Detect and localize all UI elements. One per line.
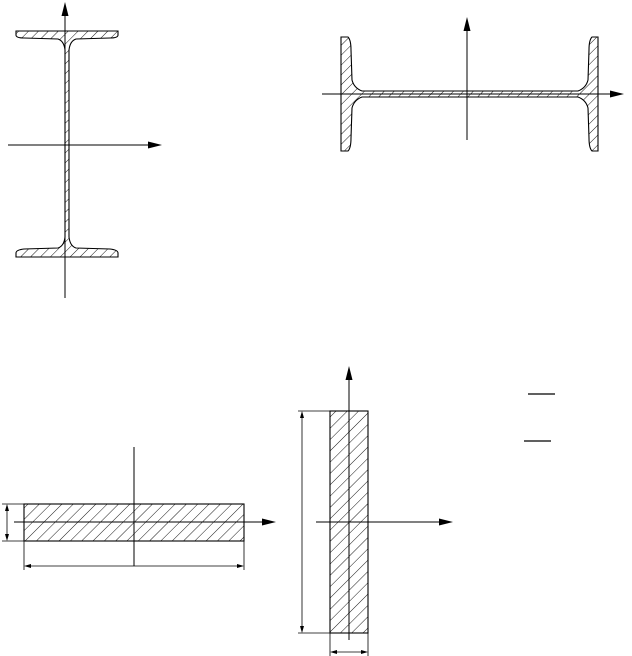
plate-upright-height-arrow-top	[300, 411, 304, 418]
i-beam-horizontal-x-arrowhead	[610, 90, 624, 98]
i-beam-horizontal-figure	[322, 17, 624, 152]
plate-flat-width-arrow-left	[24, 564, 31, 568]
plate-flat-height-arrow-bottom	[5, 534, 9, 541]
plate-upright-y-arrowhead	[345, 366, 353, 380]
plate-upright-width-arrow-left	[330, 650, 337, 654]
i-beam-vertical-figure	[8, 2, 162, 298]
plate-upright-figure	[298, 366, 453, 656]
plate-upright-x-arrowhead	[439, 518, 453, 526]
i-beam-vertical-x-arrowhead	[148, 141, 162, 149]
legend-marks	[524, 393, 555, 442]
plate-upright-height-arrow-bottom	[300, 626, 304, 633]
i-beam-vertical-y-arrowhead	[61, 2, 69, 16]
plate-flat-height-arrow-top	[5, 504, 9, 511]
plate-upright-width-arrow-right	[361, 650, 368, 654]
i-beam-vertical-section	[15, 30, 119, 258]
i-beam-horizontal-y-arrowhead	[463, 17, 471, 31]
plate-flat-figure	[2, 447, 276, 570]
plate-flat-x-arrowhead	[262, 518, 276, 526]
plate-flat-width-arrow-right	[237, 564, 244, 568]
